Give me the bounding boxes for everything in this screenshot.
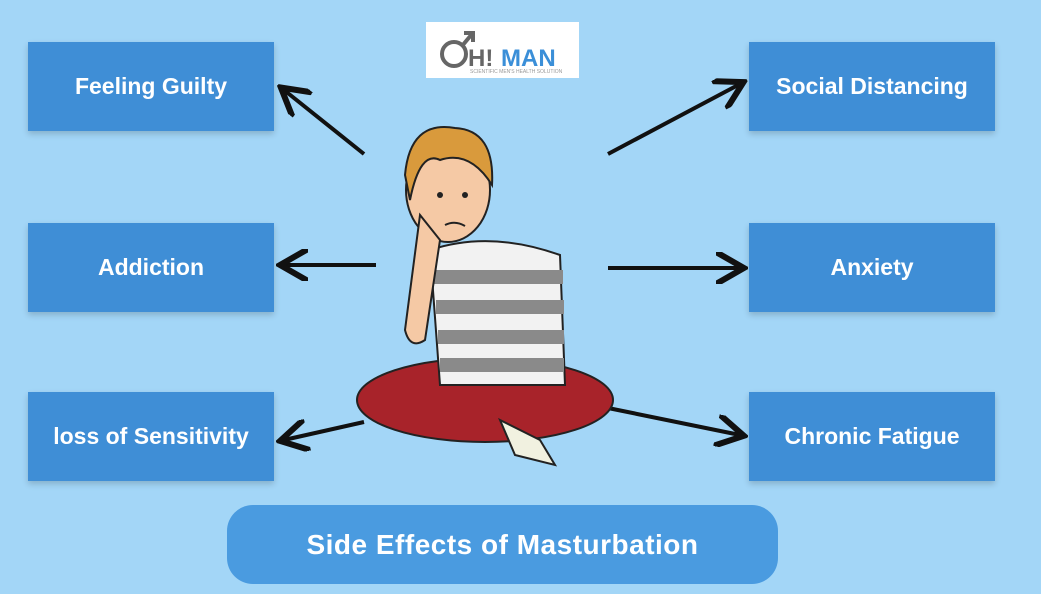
sad-boy-illustration [356,126,614,467]
arrow-feeling-guilty [284,90,366,156]
effect-social-distancing: Social Distancing [749,42,995,131]
arrow-social-distancing [607,84,740,156]
svg-text:SCIENTIFIC MEN'S HEALTH SOLUTI: SCIENTIFIC MEN'S HEALTH SOLUTION [470,69,563,75]
oh-man-logo: H! MAN SCIENTIFIC MEN'S HEALTH SOLUTION [426,22,579,78]
logo-graphic: H! MAN SCIENTIFIC MEN'S HEALTH SOLUTION [440,31,563,75]
effect-addiction: Addiction [28,223,274,312]
arrows [284,84,740,440]
page-title: Side Effects of Masturbation [227,505,778,584]
svg-text:H!: H! [468,45,493,72]
effect-chronic-fatigue: Chronic Fatigue [749,392,995,481]
svg-text:MAN: MAN [501,45,556,72]
effect-feeling-guilty: Feeling Guilty [28,42,274,131]
effect-anxiety: Anxiety [749,223,995,312]
arrow-chronic-fatigue [607,406,740,435]
effect-loss-of-sensitivity: loss of Sensitivity [28,392,274,481]
arrow-loss-of-sensitivity [284,422,365,440]
